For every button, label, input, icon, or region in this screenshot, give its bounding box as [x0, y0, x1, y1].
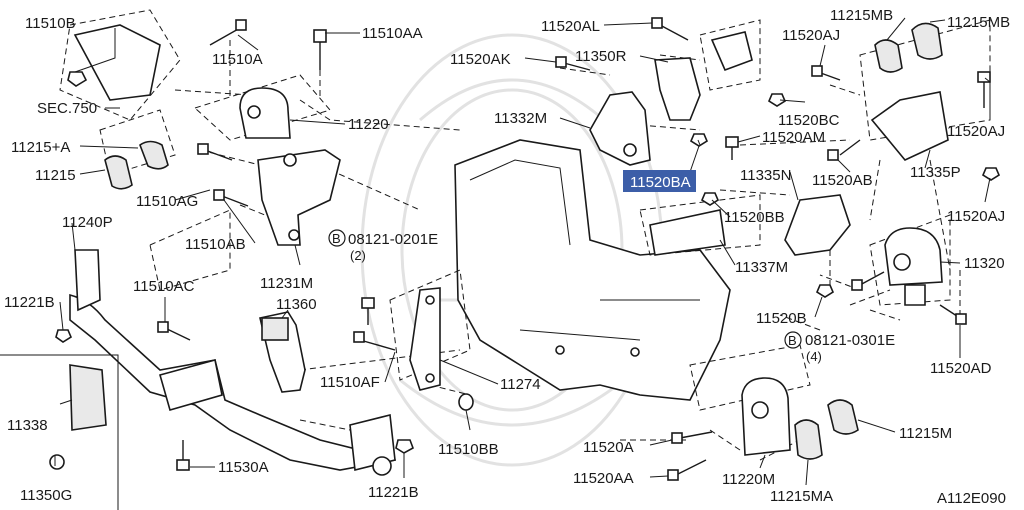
label-11520aj-mid: 11520AJ [947, 208, 1005, 225]
label-11520ak: 11520AK [450, 51, 511, 68]
label-11520am: 11520AM [762, 129, 825, 146]
bracket-11274 [409, 287, 441, 391]
nut-11510bb [458, 393, 474, 411]
label-11335p: 11335P [910, 164, 961, 181]
pad-11215a [139, 140, 169, 170]
label-11520ba: 11520BA [630, 174, 691, 191]
label-11520aj-top: 11520AJ [782, 27, 840, 44]
nut-11221b-left [55, 329, 73, 343]
label-11221b-left: 11221B [4, 294, 55, 311]
label-11510ac: 11510AC [133, 278, 195, 295]
label-11360: 11360 [276, 296, 317, 313]
label-11338: 11338 [7, 417, 48, 434]
label-11520b: 11520B [756, 310, 807, 327]
label-11220: 11220 [348, 116, 389, 133]
label-11221b-bottom: 11221B [368, 484, 419, 501]
pad-11215mb-right [911, 22, 943, 60]
label-11520aa: 11520AA [573, 470, 634, 487]
nut-11510b [67, 71, 88, 87]
label-11332m: 11332M [494, 110, 547, 127]
label-11240p: 11240P [62, 214, 113, 231]
mount-11320 [884, 227, 943, 286]
svg-text:B: B [788, 333, 797, 348]
leader-lines [0, 17, 991, 510]
bracket-11231m [257, 149, 341, 246]
bolt-11530a [176, 459, 190, 471]
clip-11350g [49, 454, 65, 470]
label-11350r: 11350R [575, 48, 627, 65]
label-11530a: 11530A [218, 459, 269, 476]
pad-11215ma [794, 419, 823, 460]
label-11215: 11215 [35, 167, 76, 184]
bolt-11510aa [313, 29, 327, 43]
bracket-11520bc [710, 31, 753, 72]
pad-11215mb-left [874, 39, 903, 73]
mount-11220m [741, 377, 791, 456]
plate-11337m [649, 209, 726, 256]
pad-11215 [104, 155, 133, 190]
label-sec750: SEC.750 [37, 100, 97, 117]
label-11510a: 11510A [212, 51, 263, 68]
bracket-11335n [784, 194, 851, 256]
parts [49, 17, 1001, 481]
part-labels: 11510B 11510A 11510AA SEC.750 11220 1121… [4, 7, 1010, 507]
diagram-code: A112E090 [937, 490, 1006, 507]
label-11510af: 11510AF [320, 374, 380, 391]
nut-11520ba [689, 133, 709, 147]
circle-b-marker-1: B [328, 229, 346, 247]
label-bolt-qty-2: (2) [350, 248, 366, 263]
label-11510ab: 11510AB [185, 236, 246, 253]
label-bolt-08121-0201e: 08121-0201E [348, 231, 438, 248]
label-11520aj-right: 11520AJ [947, 123, 1005, 140]
label-11215mb-left: 11215MB [830, 7, 893, 24]
pad-11215m [827, 399, 859, 435]
circle-b-marker-2: B [784, 331, 802, 349]
label-11320: 11320 [964, 255, 1005, 272]
label-bolt-08121-0301e: 08121-0301E [805, 332, 895, 349]
nut-11520bc [767, 93, 787, 107]
crossmember-rear [349, 414, 396, 471]
nut-11221b-bottom [395, 439, 414, 454]
label-11231m: 11231M [260, 275, 313, 292]
label-11350g: 11350G [20, 487, 72, 504]
label-11335n: 11335N [740, 167, 791, 184]
bolt-11510a [235, 19, 247, 31]
label-11215mb-right: 11215MB [947, 14, 1010, 31]
label-11520al: 11520AL [541, 18, 600, 35]
panel-11338 [69, 364, 107, 431]
label-11215m: 11215M [899, 425, 952, 442]
label-11520ad: 11520AD [930, 360, 992, 377]
label-11520ab: 11520AB [812, 172, 873, 189]
highlight-box-11520ba [623, 170, 696, 192]
bracket-11335p [870, 91, 949, 161]
label-11520a: 11520A [583, 439, 634, 456]
label-11215a: 11215+A [11, 139, 70, 156]
label-11520bc: 11520BC [778, 112, 840, 129]
label-11220m: 11220M [722, 471, 775, 488]
label-11510aa: 11510AA [362, 25, 423, 42]
bracket-top-left [73, 24, 161, 101]
label-11520bb: 11520BB [724, 209, 785, 226]
label-11510ag: 11510AG [136, 193, 198, 210]
label-bolt-qty-4: (4) [806, 349, 822, 364]
crossmember-bracket [159, 359, 223, 411]
label-11337m: 11337M [735, 259, 788, 276]
label-11215ma: 11215MA [770, 488, 833, 505]
label-11274: 11274 [500, 376, 541, 393]
nut-11520b [815, 284, 835, 298]
nut-11520aj [981, 167, 1001, 181]
bolt-11520am [725, 136, 739, 148]
label-11510b: 11510B [25, 15, 76, 32]
svg-text:B: B [332, 231, 341, 246]
mount-11350r [654, 57, 701, 121]
engine-block [454, 139, 731, 401]
label-11510bb: 11510BB [438, 441, 499, 458]
dashed-frames [59, 9, 991, 411]
bolt-11510ac [157, 321, 169, 333]
crossmember-arm [74, 249, 101, 312]
mount-11220 [239, 87, 291, 139]
